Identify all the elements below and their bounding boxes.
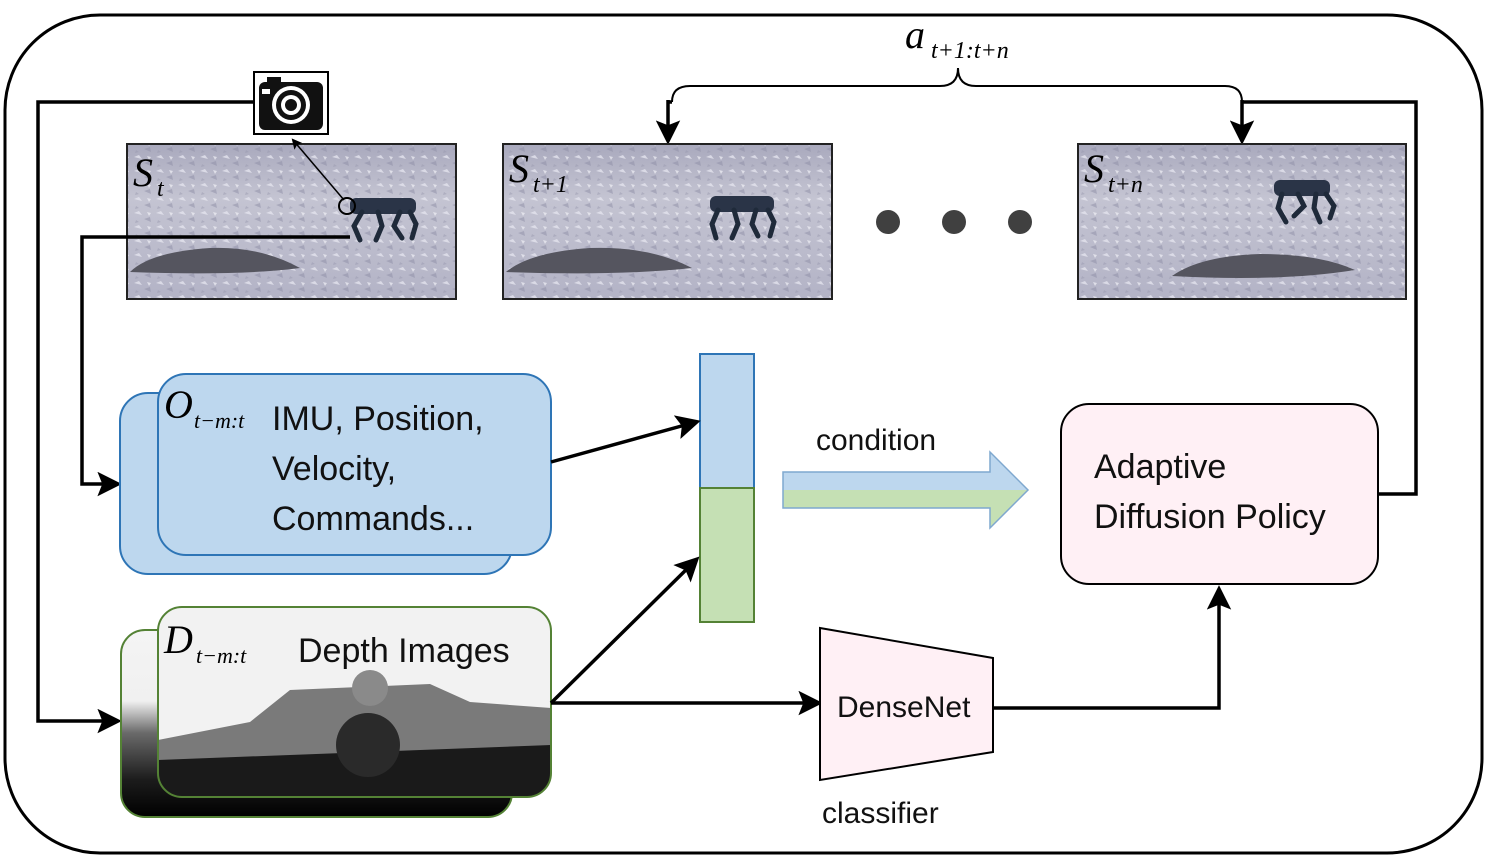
obs-symbol-sub: t−m:t [194, 408, 245, 433]
depth-symbol-sub: t−m:t [196, 643, 247, 668]
policy-line-1: Adaptive [1094, 448, 1226, 486]
classifier-label: classifier [822, 797, 939, 830]
frame-s-tn: S t+n [1077, 143, 1407, 300]
obs-symbol: O [164, 382, 193, 427]
policy-line-2: Diffusion Policy [1094, 498, 1326, 536]
camera-link-arrow [291, 138, 345, 201]
frame-s-t-sub: t [157, 176, 165, 202]
frame-s-t-label: S [133, 150, 153, 195]
arrow-densenet-to-policy [993, 585, 1232, 710]
obs-text-line-2: Velocity, [272, 450, 396, 488]
action-label-sub: t+1:t+n [931, 38, 1009, 64]
condition-label: condition [816, 424, 936, 457]
frame-s-t1-label: S [509, 146, 529, 191]
frame-s-t1: S t+1 [502, 143, 833, 300]
arrow-camera-to-depth [36, 100, 254, 734]
action-brace [671, 67, 1243, 103]
ellipsis-dots [876, 210, 1032, 234]
policy-box: Adaptive Diffusion Policy [1060, 403, 1379, 585]
action-label: a [905, 12, 925, 57]
frame-s-t: S t [126, 143, 457, 300]
obs-text-line-3: Commands... [272, 500, 474, 538]
camera-icon [253, 71, 329, 135]
condition-arrow [782, 450, 1030, 530]
arrow-depth-to-vector [549, 556, 700, 705]
robot-dog-s-t [350, 198, 419, 243]
depth-stack: D t−m:t Depth Images [120, 606, 552, 818]
densenet-label: DenseNet [837, 691, 971, 724]
arrow-obs-to-vector [550, 415, 701, 464]
depth-title: Depth Images [298, 632, 510, 670]
observation-stack: O t−m:t IMU, Position, Velocity, Command… [119, 373, 552, 575]
frame-s-t1-sub: t+1 [533, 172, 568, 198]
arrow-state-to-obs [80, 235, 350, 497]
robot-dog-s-tn [1274, 180, 1337, 225]
outer-frame [3, 13, 1484, 855]
depth-symbol: D [163, 617, 193, 662]
depth-image [158, 607, 551, 797]
robot-dog-s-t1 [709, 196, 777, 241]
frame-s-tn-label: S [1084, 146, 1104, 191]
obs-text-line-1: IMU, Position, [272, 400, 484, 438]
feature-vector [699, 353, 755, 623]
densenet-block: DenseNet [819, 626, 994, 782]
frame-s-tn-sub: t+n [1108, 172, 1143, 198]
arrow-policy-output [1242, 100, 1418, 496]
